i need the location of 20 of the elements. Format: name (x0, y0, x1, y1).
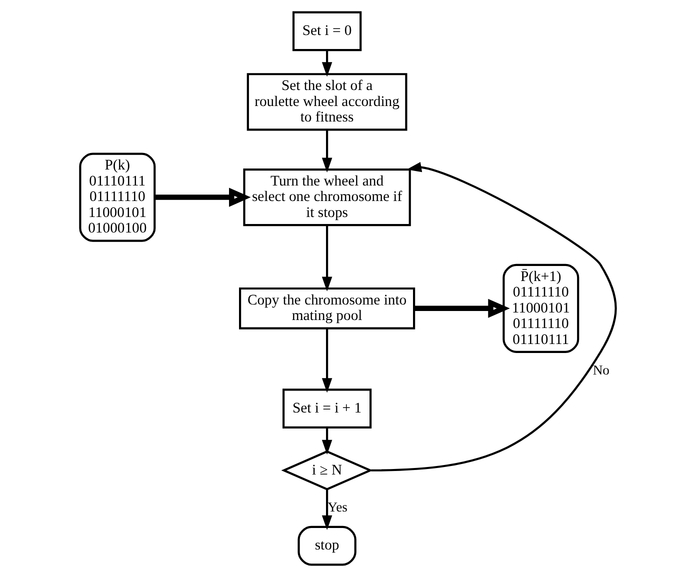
arrow (321, 428, 332, 455)
node-box: P(k) 01110111 01111110 11000101 01000100 (78, 152, 156, 242)
arrow (321, 225, 332, 292)
node-box: P̄(k+1) 01111110 11000101 01111110 01110111 (502, 264, 579, 353)
edge-label: Yes (327, 500, 347, 515)
node-diamond: i ≥ N (280, 450, 372, 490)
arrow (414, 298, 510, 318)
node-box: stop (297, 526, 356, 566)
arrow (321, 490, 332, 530)
arrow (321, 50, 332, 77)
arrow (321, 328, 332, 393)
edge-label: No (592, 362, 609, 378)
node-box: Set i = 0 (292, 11, 362, 52)
arrow (154, 188, 250, 207)
node-box: Turn the wheel and select one chromosome if it stops (242, 168, 410, 226)
arrow (321, 130, 332, 172)
node-box: Copy the chromosome into mating pool (238, 287, 415, 330)
arrow (370, 162, 616, 472)
node-box: Set the slot of a roulette wheel according to fitness (246, 73, 407, 131)
node-box: Set i = i + 1 (282, 388, 372, 428)
